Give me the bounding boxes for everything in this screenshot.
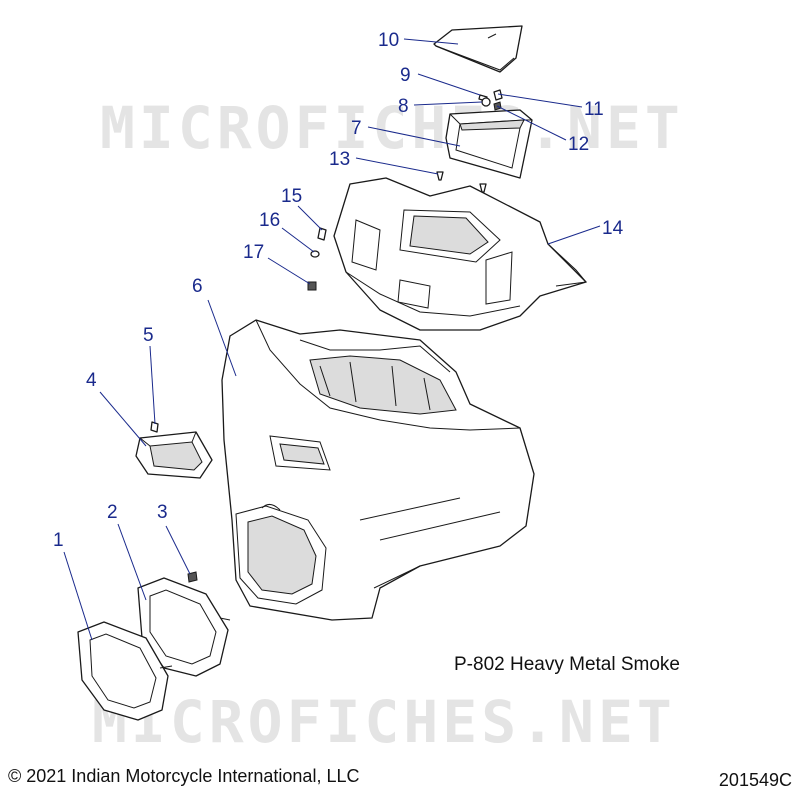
leader-12 xyxy=(496,105,567,141)
leader-16 xyxy=(281,227,315,253)
callout-2: 2 xyxy=(107,502,118,523)
part-8-nut xyxy=(481,97,491,107)
variant-caption: P-802 Heavy Metal Smoke xyxy=(454,654,680,675)
callout-13: 13 xyxy=(329,149,350,170)
leader-11 xyxy=(497,93,583,108)
leader-7 xyxy=(367,126,461,147)
callout-6: 6 xyxy=(192,276,203,297)
part-3-clip xyxy=(187,571,198,583)
leader-6 xyxy=(207,299,237,377)
callout-10: 10 xyxy=(378,30,399,51)
callout-16: 16 xyxy=(259,210,280,231)
part-11-clip xyxy=(493,89,503,101)
watermark-bottom: MICROFICHES.NET xyxy=(92,688,676,756)
leader-2 xyxy=(117,523,147,601)
part-1-bezel xyxy=(77,621,173,721)
callout-9: 9 xyxy=(400,65,411,86)
part-16-washer xyxy=(310,250,320,258)
leader-15 xyxy=(297,205,323,231)
callout-1: 1 xyxy=(53,530,64,551)
leader-lines xyxy=(63,38,601,641)
leader-8 xyxy=(413,101,483,106)
leader-10 xyxy=(403,38,459,45)
leader-4 xyxy=(99,391,147,447)
leader-3 xyxy=(165,525,191,575)
callout-15: 15 xyxy=(281,186,302,207)
leader-13 xyxy=(355,157,439,175)
part-4-headlight-bracket xyxy=(135,431,213,479)
callout-14: 14 xyxy=(602,218,624,239)
leader-17 xyxy=(267,257,311,285)
part-7-storage-bin xyxy=(445,109,533,179)
callout-5: 5 xyxy=(143,325,154,346)
leader-5 xyxy=(149,345,156,425)
part-14-inner-fairing xyxy=(333,177,587,331)
part-10-cover xyxy=(433,25,523,73)
diagram-number: 201549C xyxy=(719,770,792,790)
part-15-screw xyxy=(317,227,327,241)
callout-8: 8 xyxy=(398,96,409,117)
part-13-screws xyxy=(436,171,487,193)
leader-9 xyxy=(417,73,481,96)
part-5-screw xyxy=(150,421,159,433)
leader-14 xyxy=(547,225,601,245)
callout-11: 11 xyxy=(584,99,604,120)
watermark-top: MICROFICHES.NET xyxy=(100,94,684,162)
copyright-notice: © 2021 Indian Motorcycle International, … xyxy=(8,766,359,786)
callout-4: 4 xyxy=(86,370,97,391)
callout-3: 3 xyxy=(157,502,168,523)
callout-17: 17 xyxy=(243,242,264,263)
callout-12: 12 xyxy=(568,134,589,155)
part-6-outer-fairing xyxy=(221,319,535,621)
leader-1 xyxy=(63,551,93,641)
callout-7: 7 xyxy=(351,118,362,139)
callouts: 10 9 8 11 12 7 13 14 15 16 17 6 5 4 3 2 … xyxy=(53,30,624,551)
